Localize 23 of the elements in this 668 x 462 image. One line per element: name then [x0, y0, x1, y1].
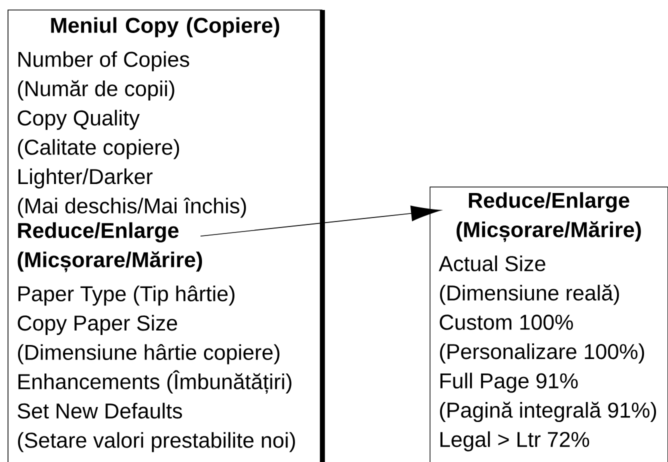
menu-item: Full Page 91% — [440, 372, 578, 393]
menu-item: (Dimensiune reală) — [440, 284, 619, 305]
menu-item: Enhancements (Îmbunătățiri) — [18, 370, 292, 394]
menu-item: (Număr de copii) — [18, 80, 174, 101]
menu-item: Custom 100% — [440, 314, 573, 330]
menu-item: Legal > Ltr 72% — [440, 431, 590, 452]
menu-item: Number of Copies — [18, 51, 190, 72]
menu-item: Copy Quality — [18, 110, 140, 130]
highlighted-item: Reduce/Enlarge (Micșorare/Mărire) — [18, 222, 202, 272]
menu-item: (Calitate copiere) — [18, 139, 180, 160]
menu-item: Copy Paper Size — [18, 314, 178, 335]
menu-item: Lighter/Darker — [18, 168, 153, 188]
heading: Meniul Copy (Copiere) — [51, 17, 280, 38]
menu-item: (Setare valori prestabilite noi) — [18, 432, 295, 452]
heading: Reduce/Enlarge (Micșorare/Mărire) — [456, 192, 641, 242]
menu-item: (Pagină integrală 91%) — [440, 402, 656, 422]
menu-item: (Personalizare 100%) — [440, 343, 644, 364]
arrow — [200, 206, 441, 236]
menu-item: Set New Defaults — [18, 402, 182, 419]
menu-item: Actual Size — [438, 256, 546, 272]
menu-item: (Mai deschis/Mai închis) — [18, 198, 246, 218]
menu-item: (Dimensiune hârtie copiere) — [18, 344, 280, 364]
menu-item: Paper Type (Tip hârtie) — [18, 286, 234, 306]
